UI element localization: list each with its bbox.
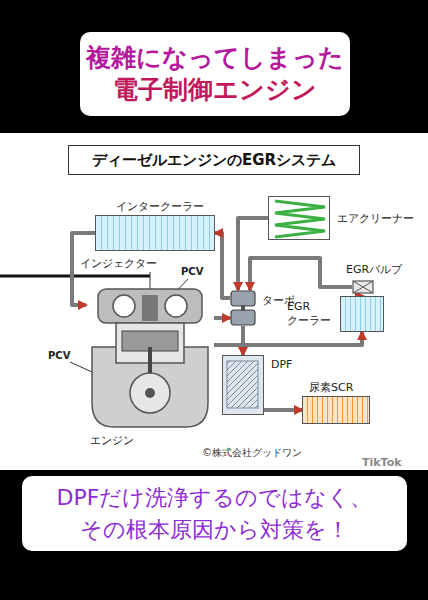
- part-label: EGR クーラー: [287, 300, 337, 328]
- headline-text: 電子制御エンジン: [113, 74, 317, 107]
- intercooler-box: インタークーラー: [95, 215, 215, 251]
- headline-text: 複雑になってしまった: [86, 42, 344, 75]
- part-label: インジェクター: [80, 256, 157, 271]
- engine-illustration: [86, 285, 214, 430]
- part-label: EGRバルブ: [346, 262, 402, 277]
- engine: エンジン: [86, 285, 214, 430]
- pipe-connector: [238, 218, 268, 290]
- part-label: インタークーラー: [116, 199, 204, 214]
- turbo: ターボ: [230, 290, 256, 326]
- headline-text: DPFだけ洗浄するのではなく、 その根本原因から対策を！: [32, 482, 397, 546]
- diagram-title: ディーゼルエンジンのEGRシステム: [92, 151, 336, 170]
- dpf-illustration: [223, 356, 265, 416]
- valve-illustration: [352, 278, 374, 296]
- pipe-connector: [214, 332, 362, 345]
- bottom-band: [0, 470, 428, 600]
- pcv-leader: [70, 362, 92, 372]
- part-label: PCV: [48, 350, 70, 361]
- egr-cooler-box: EGR クーラー: [340, 296, 384, 332]
- pipe-connector: [214, 316, 230, 320]
- message-box: DPFだけ洗浄するのではなく、 その根本原因から対策を！: [22, 476, 407, 551]
- dpf-box: DPF: [222, 355, 264, 415]
- part-label: エンジン: [90, 433, 134, 448]
- part-label: DPF: [271, 358, 292, 371]
- title-box: ディーゼルエンジンのEGRシステム: [68, 145, 360, 175]
- egr-valve: EGRバルブ: [352, 278, 374, 296]
- urea-scr-box: 尿素SCR: [302, 396, 370, 424]
- pipe-connector: [264, 408, 302, 412]
- headline-box: 複雑になってしまった電子制御エンジン: [80, 32, 350, 116]
- part-label: 尿素SCR: [309, 380, 353, 395]
- pipe-connector: [250, 258, 352, 290]
- diagram-panel: [0, 133, 428, 470]
- turbo-illustration: [230, 290, 256, 326]
- part-label: エアクリーナー: [337, 211, 414, 226]
- watermark: TikTok: [362, 456, 402, 469]
- pipe-connector: [241, 326, 245, 355]
- air-cleaner-box: エアクリーナー: [268, 196, 330, 240]
- part-label: PCV: [181, 266, 203, 277]
- pipe-connector: [215, 233, 230, 298]
- fuel-rail: [0, 275, 150, 278]
- top-band: [0, 0, 428, 133]
- cleaner-illustration: [269, 197, 331, 241]
- copyright-note: ©株式会社グッドワン: [202, 446, 302, 460]
